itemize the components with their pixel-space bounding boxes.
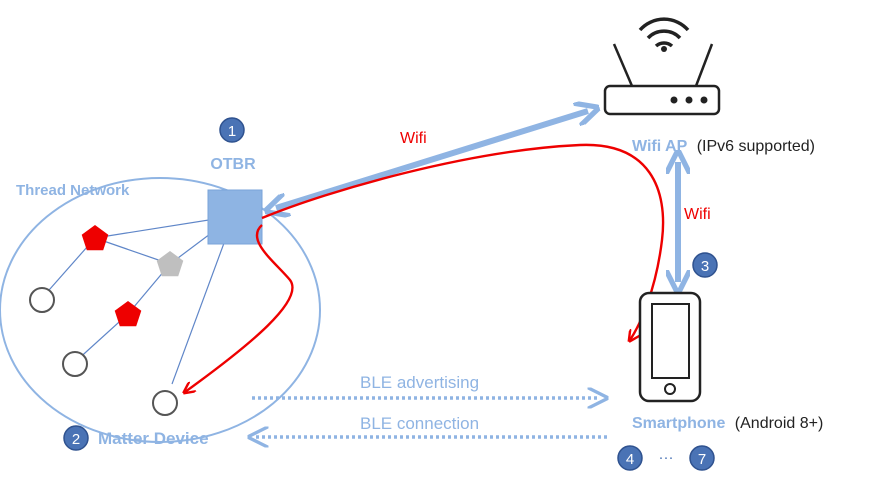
badge-7: 7 <box>689 445 715 471</box>
svg-text:7: 7 <box>698 451 706 468</box>
thread-network-boundary <box>0 177 321 443</box>
steps-ellipsis: ··· <box>659 449 674 466</box>
matter-node-gray <box>156 251 184 277</box>
ble-connection-label: BLE connection <box>360 414 479 433</box>
matter-node-red-top <box>81 225 109 251</box>
red-flow-to-phone <box>261 143 665 340</box>
wifi-top-label: Wifi <box>400 130 427 147</box>
matter-device-label: Matter Device <box>98 429 209 448</box>
badge-3: 3 <box>692 252 718 278</box>
thread-node-circle-1 <box>29 287 55 313</box>
smartphone-label: Smartphone (Android 8+) <box>632 415 823 432</box>
svg-text:3: 3 <box>701 258 709 275</box>
thread-network-label: Thread Network <box>16 182 130 199</box>
wifi-link-arrow <box>276 111 588 208</box>
red-flow-to-matter-device <box>185 224 294 392</box>
badge-4: 4 <box>617 445 643 471</box>
svg-text:1: 1 <box>228 123 236 140</box>
thread-node-circle-2 <box>62 351 88 377</box>
matter-device-node <box>152 390 178 416</box>
wifi-router-icon <box>603 17 721 116</box>
otbr-router-box <box>207 189 263 245</box>
matter-node-red-bottom <box>114 301 142 327</box>
badge-2: 2 <box>63 425 89 451</box>
wifi-right-label: Wifi <box>684 206 711 223</box>
wifi-ap-label: Wifi AP (IPv6 supported) <box>632 138 815 155</box>
svg-text:4: 4 <box>626 451 634 468</box>
smartphone-icon <box>638 291 702 403</box>
ble-advertising-label: BLE advertising <box>360 373 479 392</box>
badge-1: 1 <box>219 117 245 143</box>
svg-text:2: 2 <box>72 431 80 448</box>
otbr-label: OTBR <box>210 156 256 173</box>
